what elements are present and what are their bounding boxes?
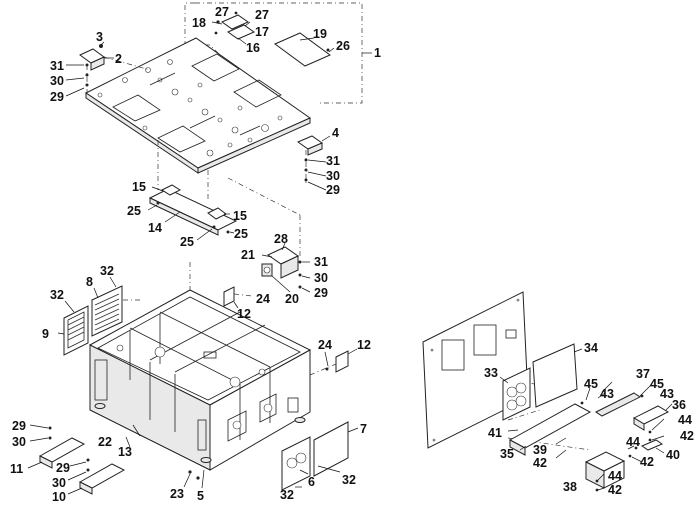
- callout-25-right: 25: [234, 227, 248, 241]
- callout-43-right: 43: [660, 387, 674, 401]
- callout-22: 22: [98, 435, 112, 449]
- callout-29-rail10: 29: [56, 461, 70, 475]
- callout-25-bottom: 25: [180, 235, 194, 249]
- cover-plate-19: [274, 32, 335, 67]
- callout-30-rail11: 30: [12, 435, 26, 449]
- callout-38: 38: [563, 480, 577, 494]
- callout-12-right: 12: [357, 338, 371, 352]
- callout-15-right: 15: [233, 209, 247, 223]
- callout-24-right: 24: [318, 338, 332, 352]
- callout-29-bracket: 29: [314, 286, 328, 300]
- plate-12-upper: [223, 286, 253, 309]
- callout-45-right: 45: [650, 377, 664, 391]
- callout-32-grille: 32: [50, 288, 64, 302]
- callout-31-right: 31: [326, 154, 340, 168]
- callout-33: 33: [484, 366, 498, 380]
- plate-12-right: [309, 348, 358, 376]
- callout-30-right: 30: [326, 169, 340, 183]
- plate-34: [532, 343, 583, 408]
- filter-8: [91, 276, 123, 337]
- bracket-assembly-20: [227, 177, 311, 293]
- rail-45: [580, 383, 653, 417]
- callout-45-left: 45: [584, 377, 598, 391]
- plate-33: [499, 367, 531, 421]
- callout-5: 5: [197, 489, 204, 503]
- callout-40: 40: [666, 448, 680, 462]
- callout-43-left: 43: [600, 387, 614, 401]
- callout-7: 7: [360, 422, 367, 436]
- callout-44-mid: 44: [626, 435, 640, 449]
- callout-13: 13: [118, 445, 132, 459]
- support-rail-14: [147, 140, 238, 241]
- side-panel-7: [313, 421, 359, 477]
- callout-23: 23: [170, 487, 184, 501]
- callout-42-mid: 42: [640, 455, 654, 469]
- callout-8: 8: [86, 275, 93, 289]
- bracket-2: [65, 41, 151, 97]
- callout-15-left: 15: [132, 180, 146, 194]
- callout-32-panel7: 32: [342, 473, 356, 487]
- callout-10: 10: [52, 490, 66, 504]
- access-panel-6: [281, 436, 311, 491]
- callout-32-panel6: 32: [280, 488, 294, 502]
- callout-44-top: 44: [678, 413, 692, 427]
- small-bracket-17: [211, 11, 256, 45]
- callout-36: 36: [672, 398, 686, 412]
- callout-29-right: 29: [326, 183, 340, 197]
- foot-rail-11: [27, 424, 86, 469]
- vent-grille-9: [57, 300, 89, 356]
- callout-42-box: 42: [608, 483, 622, 497]
- bracket-40: [634, 439, 665, 454]
- callout-4: 4: [332, 126, 339, 140]
- callout-42-top: 42: [680, 429, 694, 443]
- callout-32-filter: 32: [100, 264, 114, 278]
- callout-29-topleft: 29: [50, 90, 64, 104]
- callout-31-topleft: 31: [50, 59, 64, 73]
- callout-labels: 1 2 3 4 5 6 7 8 9 10 11 12 12 13 14 15 1…: [10, 5, 694, 504]
- foot-rail-10: [67, 458, 126, 495]
- callout-29-rail11: 29: [12, 419, 26, 433]
- callout-16: 16: [246, 41, 260, 55]
- callout-25-left: 25: [127, 204, 141, 218]
- callout-27-left: 27: [215, 5, 229, 19]
- bracket-36: [632, 403, 673, 431]
- callout-44-box: 44: [608, 469, 622, 483]
- callout-24-upper: 24: [256, 292, 270, 306]
- callout-42-rail: 42: [533, 456, 547, 470]
- callout-14: 14: [148, 221, 162, 235]
- callout-2: 2: [115, 52, 122, 66]
- callout-30-topleft: 30: [50, 74, 64, 88]
- callout-21: 21: [241, 248, 255, 262]
- callout-11: 11: [10, 462, 23, 476]
- callout-28: 28: [274, 232, 288, 246]
- callout-26: 26: [336, 39, 350, 53]
- callout-20: 20: [285, 292, 299, 306]
- callout-17: 17: [255, 25, 269, 39]
- callout-41: 41: [488, 426, 502, 440]
- bracket-4: [296, 135, 331, 191]
- callout-1: 1: [374, 46, 381, 60]
- callout-35: 35: [500, 447, 514, 461]
- callout-34: 34: [584, 341, 598, 355]
- top-plate: [85, 37, 312, 174]
- callout-12-upper: 12: [237, 307, 251, 321]
- callout-37: 37: [636, 367, 650, 381]
- callout-3: 3: [96, 30, 103, 44]
- hardware-42-44: [555, 381, 665, 463]
- callout-31-bracket: 31: [314, 255, 328, 269]
- callout-6: 6: [308, 475, 315, 489]
- callout-27-right: 27: [255, 8, 269, 22]
- rail-35: [508, 403, 592, 456]
- callout-30-rail10: 30: [52, 476, 66, 490]
- callout-9: 9: [42, 327, 49, 341]
- box-38: [584, 451, 626, 492]
- base-frame: [88, 262, 312, 489]
- callout-19: 19: [313, 27, 327, 41]
- callout-39: 39: [533, 443, 547, 457]
- callout-18: 18: [192, 16, 206, 30]
- callout-30-bracket: 30: [314, 271, 328, 285]
